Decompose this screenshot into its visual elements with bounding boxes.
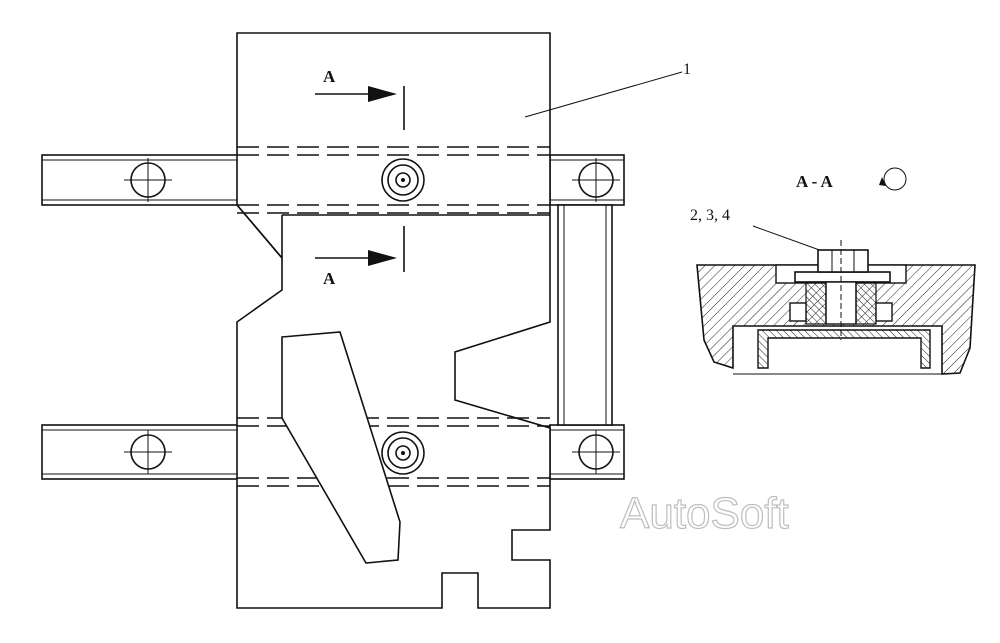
bolt-lower: [381, 431, 425, 475]
right-connector: [557, 204, 613, 426]
part-1-label: 1: [683, 61, 691, 78]
rail-hole-right-upper: [572, 158, 620, 202]
hidden-lines-upper: [237, 146, 550, 214]
section-title: A - A: [796, 172, 834, 191]
rail-hole-right-lower: [572, 430, 620, 474]
section-mark-top: A: [315, 67, 405, 130]
section-mark-bottom: A: [315, 226, 405, 288]
circle-rotation-icon: [879, 167, 907, 191]
parts-2-3-4-label: 2, 3, 4: [690, 207, 730, 224]
rail-hole-left-lower: [124, 430, 172, 474]
watermark: AutoSoft: [620, 489, 789, 538]
section-view-a-a: A - A 2, 3, 4: [690, 167, 976, 375]
plate-inner-step: [236, 204, 550, 259]
bolt-upper: [381, 158, 425, 202]
part-1-callout: 1: [524, 61, 691, 118]
upper-rail: [41, 154, 625, 206]
section-label-bottom: A: [323, 269, 336, 288]
slanted-slot: [281, 331, 401, 564]
section-label-top: A: [323, 67, 336, 86]
hidden-lines-lower: [237, 417, 550, 487]
rail-hole-left-upper: [124, 158, 172, 202]
